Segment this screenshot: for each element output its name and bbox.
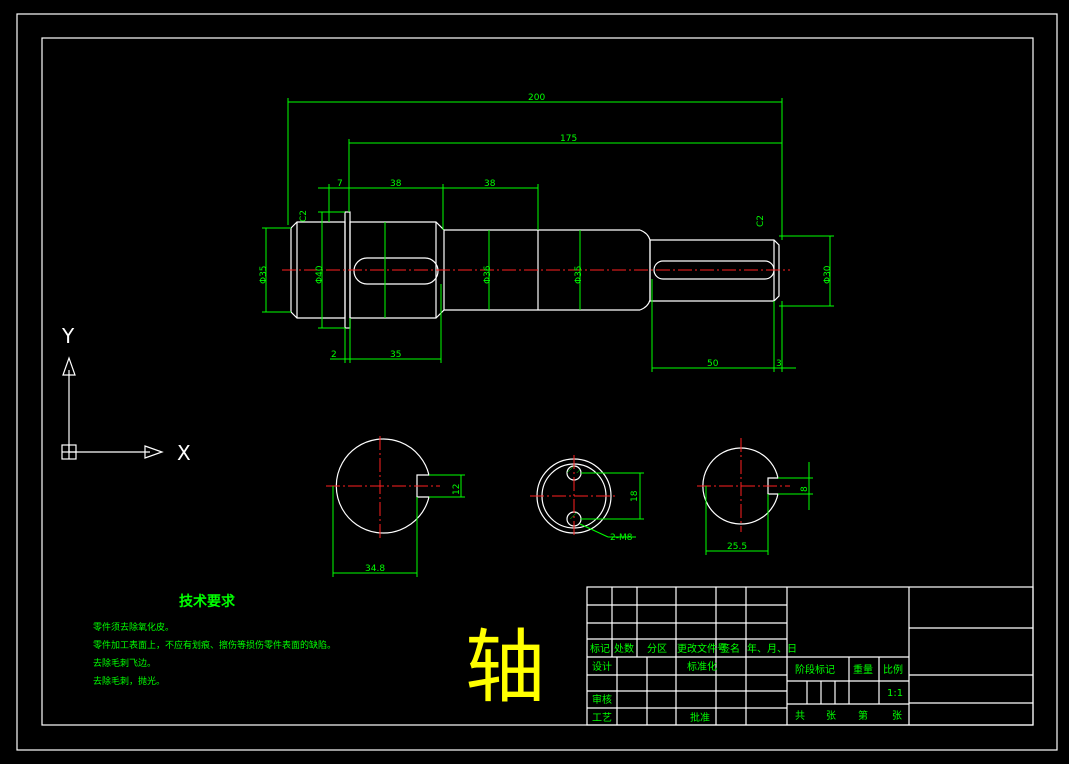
sec2-dim: 18 — [630, 490, 640, 502]
tech-heading: 技术要求 — [179, 593, 236, 610]
tb-design: 设计 — [592, 660, 612, 673]
tb-approve: 批准 — [690, 711, 710, 724]
dia-right: Φ30 — [823, 265, 833, 284]
tb-label-zone: 分区 — [647, 643, 667, 655]
sec2-holes: 2-M8 — [610, 533, 633, 543]
tb-sheets: 张 — [826, 710, 836, 722]
dim-overall-length: 200 — [528, 93, 545, 103]
sec3-width: 25.5 — [727, 542, 747, 552]
dim-2: 2 — [331, 350, 337, 360]
title-block: 标记 处数 分区 更改文件号 签名 年、月、日 设计 标准化 审核 工艺 批准 … — [586, 586, 1034, 726]
dim-length-175: 175 — [560, 134, 577, 144]
dim-38a: 38 — [390, 179, 402, 189]
tb-scale: 比例 — [883, 663, 903, 676]
dim-38b: 38 — [484, 179, 496, 189]
tb-sheet-unit: 张 — [892, 710, 902, 722]
inner-frame — [41, 37, 1034, 726]
dim-50: 50 — [707, 359, 719, 369]
section-view-2: 18 2-M8 — [530, 455, 644, 543]
sec1-key: 12 — [452, 484, 462, 495]
ucs-axis-icon: Y X — [61, 324, 191, 465]
outer-frame — [16, 13, 1058, 751]
tech-line-3: 去除毛刺飞边。 — [93, 657, 156, 669]
tb-standardize: 标准化 — [687, 660, 717, 673]
part-name: 轴 — [465, 621, 545, 714]
sec3-key: 8 — [800, 486, 810, 492]
dia-collar: Φ40 — [315, 265, 325, 284]
chamfer-right: C2 — [756, 215, 766, 227]
tb-review: 审核 — [592, 693, 612, 706]
dia-mid: Φ36 — [483, 265, 493, 284]
tb-label-mark: 标记 — [590, 643, 610, 655]
tech-requirements: 技术要求 零件须去除氧化皮。 零件加工表面上，不应有划痕、擦伤等损伤零件表面的缺… — [93, 593, 336, 687]
shaft-main-view — [282, 211, 790, 329]
chamfer-left: C2 — [299, 210, 309, 222]
main-dimensions: 200 175 7 38 38 C2 C2 Φ35 Φ40 Φ36 Φ35 Φ3… — [259, 93, 834, 372]
dim-7: 7 — [337, 179, 343, 189]
tech-line-1: 零件须去除氧化皮。 — [93, 621, 174, 633]
dim-3: 3 — [776, 359, 782, 369]
dia-main: Φ35 — [574, 265, 584, 284]
sec1-width: 34.8 — [365, 564, 385, 574]
tb-weight: 重量 — [853, 663, 873, 676]
tb-label-change-doc: 更改文件号 — [677, 642, 727, 655]
tb-stage-mark: 阶段标记 — [795, 663, 835, 676]
tb-label-sign: 签名 — [720, 642, 740, 655]
dim-35: 35 — [390, 350, 401, 360]
tech-line-2: 零件加工表面上，不应有划痕、擦伤等损伤零件表面的缺陷。 — [93, 639, 336, 651]
tb-sheet-no: 第 — [858, 709, 868, 722]
section-view-3: 8 25.5 — [697, 438, 813, 555]
dia-left: Φ35 — [259, 265, 269, 284]
tb-total: 共 — [795, 710, 805, 722]
tech-line-4: 去除毛刺，抛光。 — [93, 675, 165, 687]
tb-label-date: 年、月、日 — [747, 642, 797, 655]
tb-scale-value: 1:1 — [887, 688, 903, 699]
tb-process: 工艺 — [592, 712, 612, 724]
section-view-1: 12 34.8 — [326, 436, 465, 577]
axis-y-label: Y — [61, 324, 75, 348]
tb-label-count: 处数 — [614, 642, 634, 655]
axis-x-label: X — [177, 441, 191, 465]
